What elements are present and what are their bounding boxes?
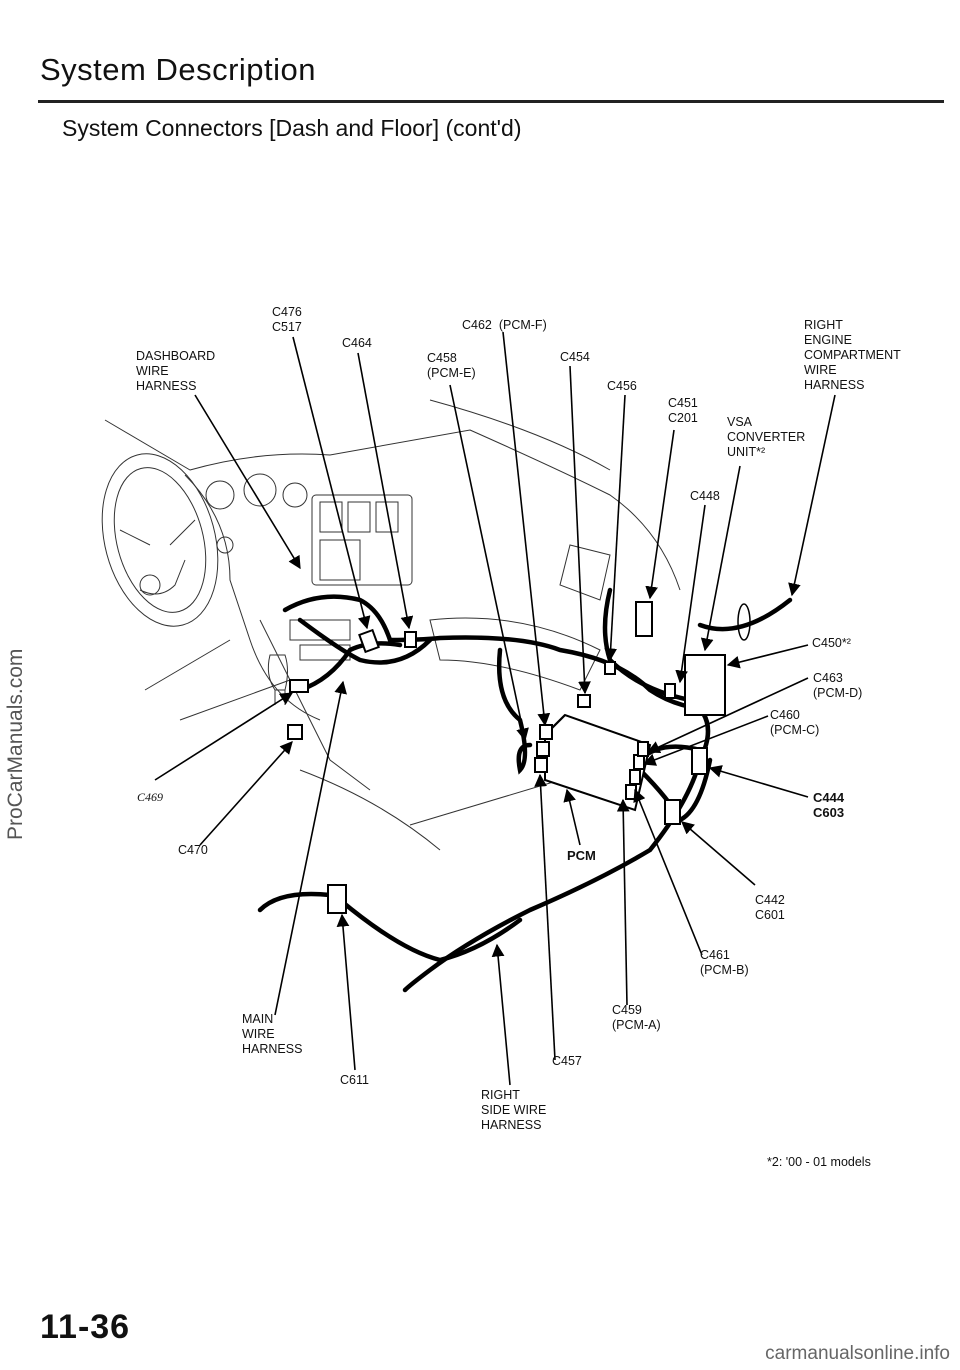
connector-c456 bbox=[604, 661, 616, 675]
label-c469: C469 bbox=[137, 790, 164, 804]
label-c461: C461 (PCM-B) bbox=[700, 948, 749, 977]
leader-c454 bbox=[569, 365, 591, 695]
label-c470: C470 bbox=[178, 843, 208, 857]
sidebar-watermark: ProCarManuals.com bbox=[4, 648, 27, 840]
leader-c476 bbox=[292, 336, 371, 630]
harness-to-pcm bbox=[497, 647, 533, 775]
connector-pcm-a bbox=[625, 784, 637, 800]
gauge-2 bbox=[243, 473, 277, 507]
leader-pcm bbox=[563, 788, 581, 846]
connector-c458 bbox=[536, 741, 550, 757]
radio-unit bbox=[289, 619, 351, 641]
label-c448: C448 bbox=[690, 489, 720, 503]
glovebox bbox=[429, 617, 601, 691]
floor-line-2 bbox=[179, 679, 291, 721]
label-main-harness: MAIN WIRE HARNESS bbox=[242, 1012, 303, 1056]
label-vsa-converter: VSA CONVERTER UNIT*² bbox=[727, 415, 806, 459]
harness-clip bbox=[737, 603, 751, 641]
label-c460: C460 (PCM-C) bbox=[770, 708, 820, 737]
label-right-engine-harness: RIGHT ENGINE COMPARTMENT WIRE HARNESS bbox=[804, 318, 901, 392]
leader-main bbox=[274, 680, 347, 1016]
connector-pcm-b bbox=[629, 769, 641, 785]
leader-c463 bbox=[646, 677, 809, 753]
label-c450: C450*² bbox=[812, 636, 851, 650]
harness-dash-2 bbox=[297, 617, 433, 665]
label-c444-c603: C444 C603 bbox=[813, 790, 845, 820]
label-c463: C463 (PCM-D) bbox=[813, 671, 863, 700]
leader-c456 bbox=[604, 394, 626, 662]
gauge-3 bbox=[282, 482, 308, 508]
connector-pcm-c bbox=[633, 754, 645, 770]
connector-c470 bbox=[287, 724, 303, 740]
connector-c442 bbox=[664, 799, 681, 825]
leader-c464 bbox=[357, 352, 414, 630]
vsa-converter-unit bbox=[684, 654, 726, 716]
center-console bbox=[259, 619, 371, 791]
connector-c454 bbox=[577, 694, 591, 708]
label-c464: C464 bbox=[342, 336, 372, 350]
leader-c462 bbox=[502, 331, 551, 727]
leader-c442 bbox=[681, 821, 756, 886]
connector-c448 bbox=[664, 683, 676, 699]
center-stack bbox=[311, 494, 413, 586]
leader-c444 bbox=[708, 765, 809, 798]
leader-c460 bbox=[642, 715, 769, 766]
leader-c611 bbox=[336, 913, 356, 1071]
label-pcm: PCM bbox=[567, 848, 596, 863]
page-number: 11-36 bbox=[40, 1308, 131, 1346]
leader-c461 bbox=[633, 788, 703, 956]
label-c456: C456 bbox=[607, 379, 637, 393]
label-c451-c201: C451 C201 bbox=[668, 396, 698, 425]
leader-right-engine bbox=[788, 394, 836, 597]
floor-line-4 bbox=[299, 769, 441, 851]
footnote: *2: '00 - 01 models bbox=[767, 1155, 871, 1169]
leader-right-side bbox=[491, 943, 511, 1086]
label-c454: C454 bbox=[560, 350, 590, 364]
leader-c451 bbox=[645, 429, 675, 600]
harness-c611 bbox=[257, 891, 333, 913]
connector-c457 bbox=[534, 757, 548, 773]
label-right-side-harness: RIGHT SIDE WIRE HARNESS bbox=[481, 1088, 547, 1132]
connector-c464 bbox=[404, 631, 417, 648]
leader-c457 bbox=[534, 773, 556, 1061]
label-c458: C458 (PCM-E) bbox=[427, 351, 476, 380]
connector-c476 bbox=[358, 628, 380, 654]
steering-wheel bbox=[101, 453, 219, 627]
label-c462: C462 (PCM-F) bbox=[462, 318, 547, 332]
leader-c448 bbox=[675, 504, 706, 684]
leader-vsa bbox=[700, 465, 741, 652]
page-title: System Description bbox=[40, 52, 317, 87]
gauge-1 bbox=[205, 480, 235, 510]
connector-c462 bbox=[539, 724, 553, 740]
vent-right bbox=[559, 544, 611, 601]
leader-c470 bbox=[199, 741, 293, 846]
label-dashboard-harness: DASHBOARD WIRE HARNESS bbox=[136, 349, 216, 393]
windshield-line bbox=[429, 399, 611, 471]
leader-dashboard bbox=[194, 394, 301, 570]
label-c476-c517: C476 C517 bbox=[272, 305, 302, 334]
harness-main bbox=[297, 641, 403, 693]
harness-floor-2 bbox=[337, 897, 523, 963]
label-c611: C611 bbox=[340, 1073, 369, 1087]
leader-c458 bbox=[449, 384, 529, 742]
leader-c469 bbox=[154, 692, 294, 781]
connector-pcm-d bbox=[637, 741, 649, 757]
floor-line-3 bbox=[409, 779, 561, 826]
connector-c451 bbox=[635, 601, 653, 637]
label-c459: C459 (PCM-A) bbox=[612, 1003, 661, 1032]
connector-c469 bbox=[289, 679, 309, 693]
label-c457: C457 bbox=[552, 1054, 582, 1068]
page-subtitle: System Connectors [Dash and Floor] (cont… bbox=[62, 115, 522, 141]
dashboard-outline bbox=[104, 419, 681, 591]
label-c442-c601: C442 C601 bbox=[755, 893, 785, 922]
footer-watermark: carmanualsonline.info bbox=[765, 1343, 950, 1364]
ignition-knob bbox=[216, 536, 234, 554]
connector-c444 bbox=[691, 747, 708, 775]
floor-line bbox=[144, 639, 231, 691]
leader-c459 bbox=[616, 798, 630, 1006]
title-divider bbox=[38, 100, 944, 103]
leader-c450 bbox=[726, 644, 809, 669]
connector-c611 bbox=[327, 884, 347, 914]
